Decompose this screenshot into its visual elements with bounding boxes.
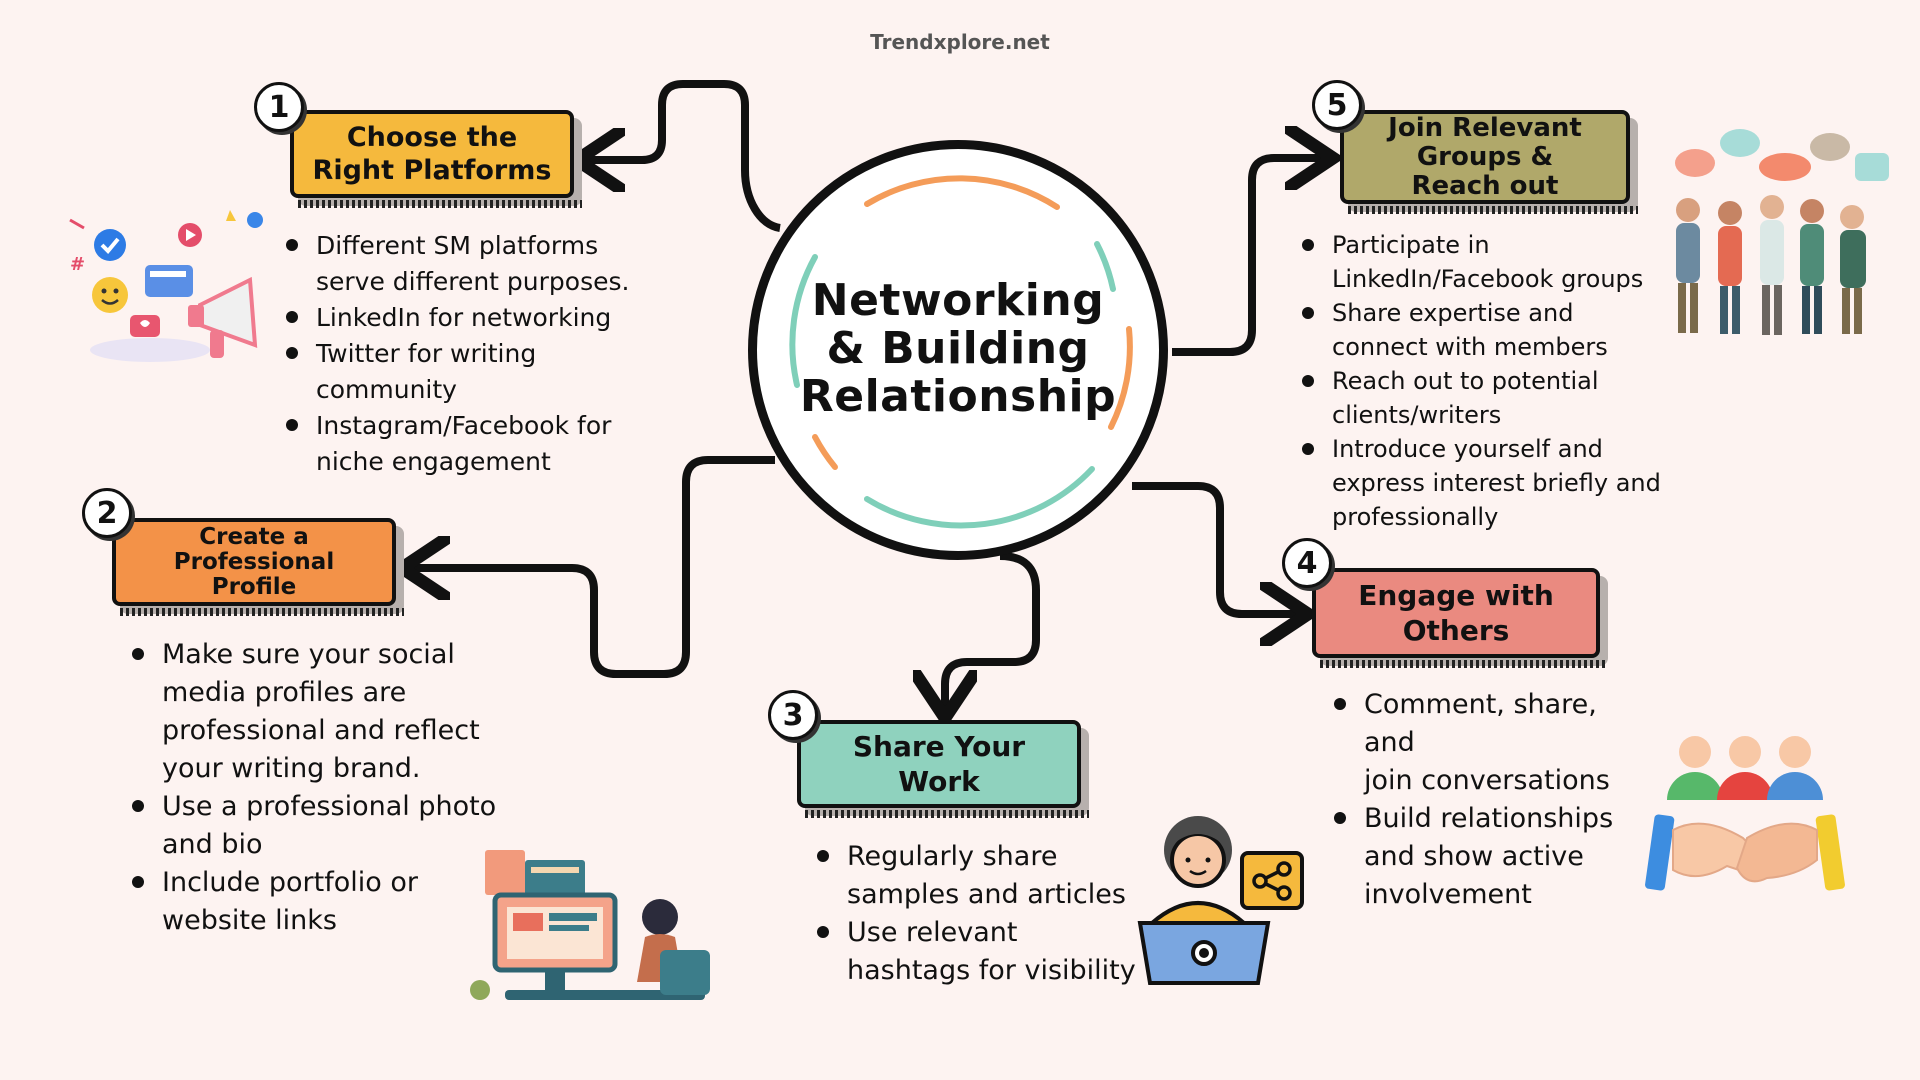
connector-step-3	[945, 552, 1040, 710]
step-4-title-line: Others	[1402, 614, 1510, 647]
connector-step-5	[1172, 158, 1325, 356]
step-1-title-box: Choose the Right Platforms	[290, 110, 582, 208]
connector-step-1	[585, 80, 782, 232]
step-1-title-line: Right Platforms	[312, 155, 552, 186]
hub-title-line: Networking	[811, 275, 1105, 326]
step-2-title-box: Create a Professional Profile	[112, 518, 404, 616]
hub-title-line: & Building	[826, 323, 1090, 374]
step-4-title-box: Engage with Others	[1312, 568, 1608, 668]
step-1-number-badge: 1	[254, 82, 304, 132]
step-2-title-line: Create a	[199, 523, 309, 550]
list-item: LinkedIn for networking	[284, 300, 644, 336]
step-3-title-line: Share Your	[852, 730, 1026, 763]
step-4-title-line: Engage with	[1358, 579, 1554, 612]
person-laptop-share-icon	[1137, 816, 1304, 985]
step-5-title-line: Groups &	[1416, 141, 1554, 172]
step-2-title-line: Professional	[173, 548, 335, 575]
hub-title-line: Relationship	[799, 371, 1117, 422]
step-3-title-box: Share Your Work	[797, 720, 1089, 818]
step-5-title-box: Join Relevant Groups & Reach out	[1340, 110, 1638, 214]
step-2-number-badge: 2	[82, 488, 132, 538]
step-5-number-badge: 5	[1312, 80, 1362, 130]
source-label: Trendxplore.net	[870, 30, 1050, 54]
step-2-title-line: Profile	[211, 573, 297, 600]
group-chat-people-icon	[1675, 129, 1889, 335]
hub-dashed-ring	[789, 175, 1133, 529]
svg-text:#: #	[70, 254, 85, 275]
central-hub: Networking & Building Relationship	[748, 140, 1168, 560]
step-5-title-line: Reach out	[1411, 170, 1559, 201]
step-4-number-badge: 4	[1282, 538, 1332, 588]
handshake-team-icon	[1645, 736, 1845, 891]
connector-step-4	[1132, 482, 1300, 614]
connector-step-2	[410, 456, 775, 678]
hub-title: Networking & Building Relationship	[757, 277, 1159, 421]
step-3-number-badge: 3	[768, 690, 818, 740]
step-5-title-line: Join Relevant	[1388, 112, 1582, 143]
step-1-title-line: Choose the	[346, 122, 518, 153]
social-media-megaphone-icon: #	[69, 210, 263, 362]
woman-at-computer-icon	[470, 850, 710, 1000]
step-3-title-line: Work	[898, 765, 980, 798]
